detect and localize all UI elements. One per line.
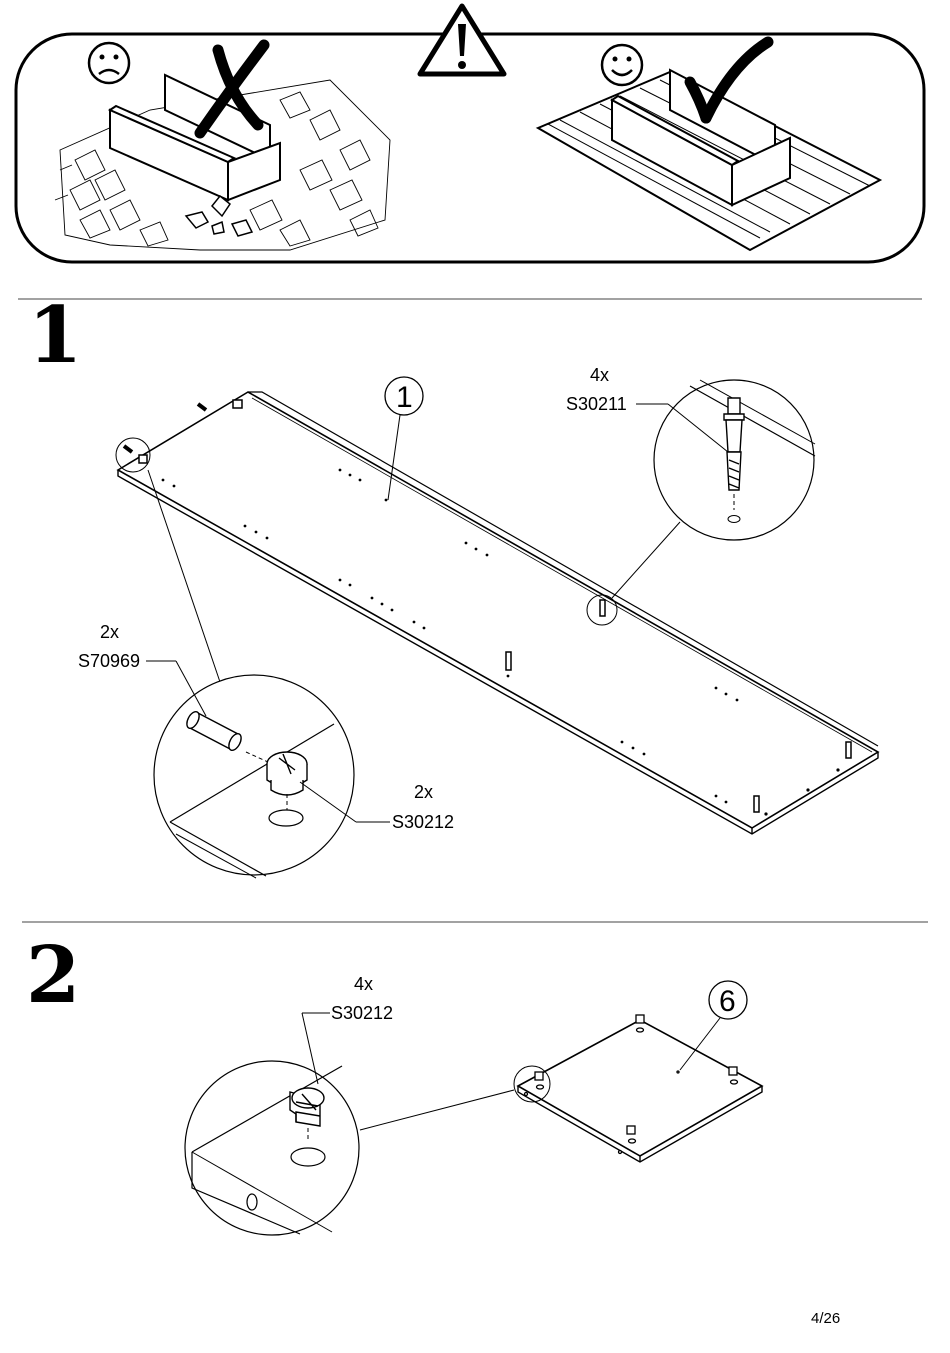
fitting-qty: 2x [100,622,119,642]
cam-lock [267,752,307,795]
fitting-qty: 4x [590,365,609,385]
step-number: 1 [28,290,82,381]
part-number: 1 [396,381,413,414]
fitting-code: S70969 [78,651,140,671]
page-number: 4/26 [811,1310,840,1327]
detail-callout-s30211 [587,380,815,625]
step-number: 2 [26,930,80,1021]
fitting-code: S30211 [566,394,627,414]
step-2: 2 6 [26,930,762,1235]
step-1: 1 [28,290,878,878]
part-number: 6 [719,985,736,1018]
sad-face-icon [89,43,129,83]
fitting-label-s30212-step2: 4x S30212 [302,974,393,1084]
fitting-code: S30212 [392,812,454,832]
fitting-qty: 2x [414,782,433,802]
fitting-code: S30212 [331,1003,393,1023]
fitting-qty: 4x [354,974,373,994]
detail-callout-cam [185,1061,550,1235]
part-number-callout: 6 [680,981,747,1070]
smiley-face-icon [602,45,642,85]
square-panel [518,1020,762,1162]
warning-panel [16,6,924,262]
